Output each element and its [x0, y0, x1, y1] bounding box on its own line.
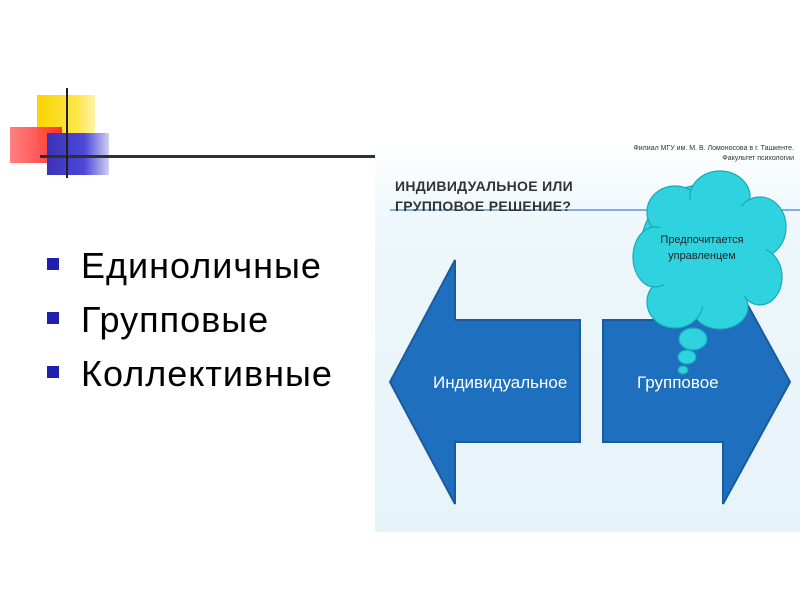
bullet-list: Единоличные Групповые Коллективные: [47, 244, 367, 406]
bullet-item: Коллективные: [47, 352, 367, 396]
bullet-square-icon: [47, 366, 59, 378]
bullet-square-icon: [47, 312, 59, 324]
bullet-item: Групповые: [47, 298, 367, 342]
thought-cloud-icon: [632, 170, 787, 375]
bullet-square-icon: [47, 258, 59, 270]
diagram-title-line1: ИНДИВИДУАЛЬНОЕ ИЛИ: [395, 178, 573, 194]
bullet-text: Единоличные: [81, 245, 322, 286]
diagram-title-line2: ГРУППОВОЕ РЕШЕНИЕ?: [395, 198, 572, 214]
diagram-graphic: [388, 170, 800, 505]
right-arrow-label: Групповое: [637, 373, 719, 392]
image-header-line2: Факультет психологии: [722, 155, 794, 162]
slide-image: Филиал МГУ им. М. В. Ломоносова в г. Таш…: [375, 142, 800, 532]
decor-vertical-line: [66, 88, 68, 178]
bullet-item: Единоличные: [47, 244, 367, 288]
cloud-text-line2: управленцем: [668, 250, 736, 262]
cloud-text-line1: Предпочитается: [660, 234, 744, 246]
bullet-text: Групповые: [81, 299, 270, 340]
image-header-line1: Филиал МГУ им. М. В. Ломоносова в г. Таш…: [633, 145, 794, 152]
decor-blue-square: [47, 133, 109, 175]
left-arrow-label: Индивидуальное: [433, 373, 568, 392]
left-arrow-shape: [388, 259, 581, 505]
bullet-text: Коллективные: [81, 353, 333, 394]
